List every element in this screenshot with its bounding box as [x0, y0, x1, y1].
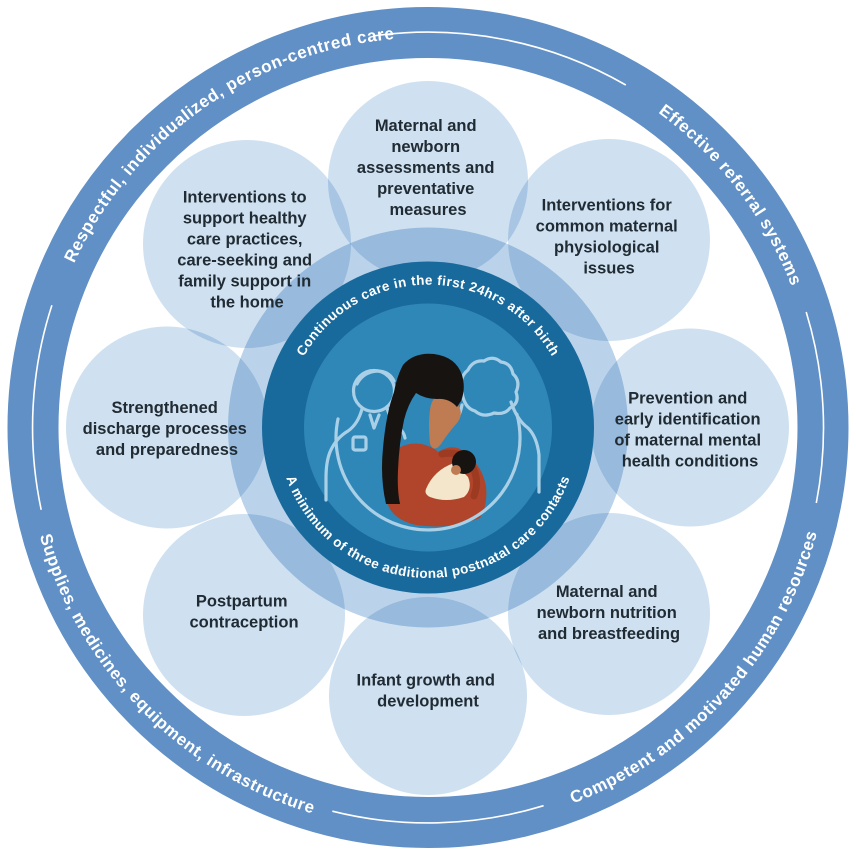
satellite-label-maternal-physiological-issues: Interventions for common maternal physio… — [536, 197, 683, 278]
satellite-label-infant-growth-development: Infant growth and development — [357, 672, 500, 711]
center-inner-circle — [304, 303, 552, 552]
satellite-label-maternal-newborn-assessments: Maternal and newborn assessments and pre… — [357, 117, 499, 219]
satellite-circle-discharge-processes — [66, 326, 268, 529]
satellite-label-healthy-care-practices: Interventions to support healthy care pr… — [177, 189, 316, 312]
satellite-circle-maternal-newborn-assessments — [328, 81, 528, 281]
ring-divider-line-top — [372, 31, 627, 86]
satellite-label-postpartum-contraception: Postpartum contraception — [189, 593, 298, 632]
ring-divider-line-left — [31, 305, 53, 510]
embrace-swoosh-outline — [334, 412, 522, 532]
mother-hair — [382, 353, 464, 504]
satellite-circle-maternal-physiological-issues — [508, 139, 710, 341]
satellite-circle-nutrition-breastfeeding — [508, 513, 710, 715]
satellite-circle-maternal-mental-health — [591, 328, 789, 527]
ring-divider-line-bottom — [332, 804, 544, 824]
satellite-circle-healthy-care-practices — [143, 140, 351, 348]
satellite-label-discharge-processes: Strengthened discharge processes and pre… — [83, 399, 252, 459]
mother-and-baby-illustration — [324, 353, 541, 532]
mother-face — [429, 397, 461, 449]
satellite-label-maternal-mental-health: Prevention and early identification of m… — [614, 390, 765, 471]
mother-figure — [382, 353, 487, 527]
ring-divider-line-right — [805, 311, 825, 504]
satellite-label-nutrition-breastfeeding: Maternal and newborn nutrition and breas… — [537, 583, 682, 643]
satellite-circle-postpartum-contraception — [143, 514, 345, 716]
baby-face — [451, 465, 461, 475]
satellite-circle-infant-growth-development — [329, 597, 527, 795]
